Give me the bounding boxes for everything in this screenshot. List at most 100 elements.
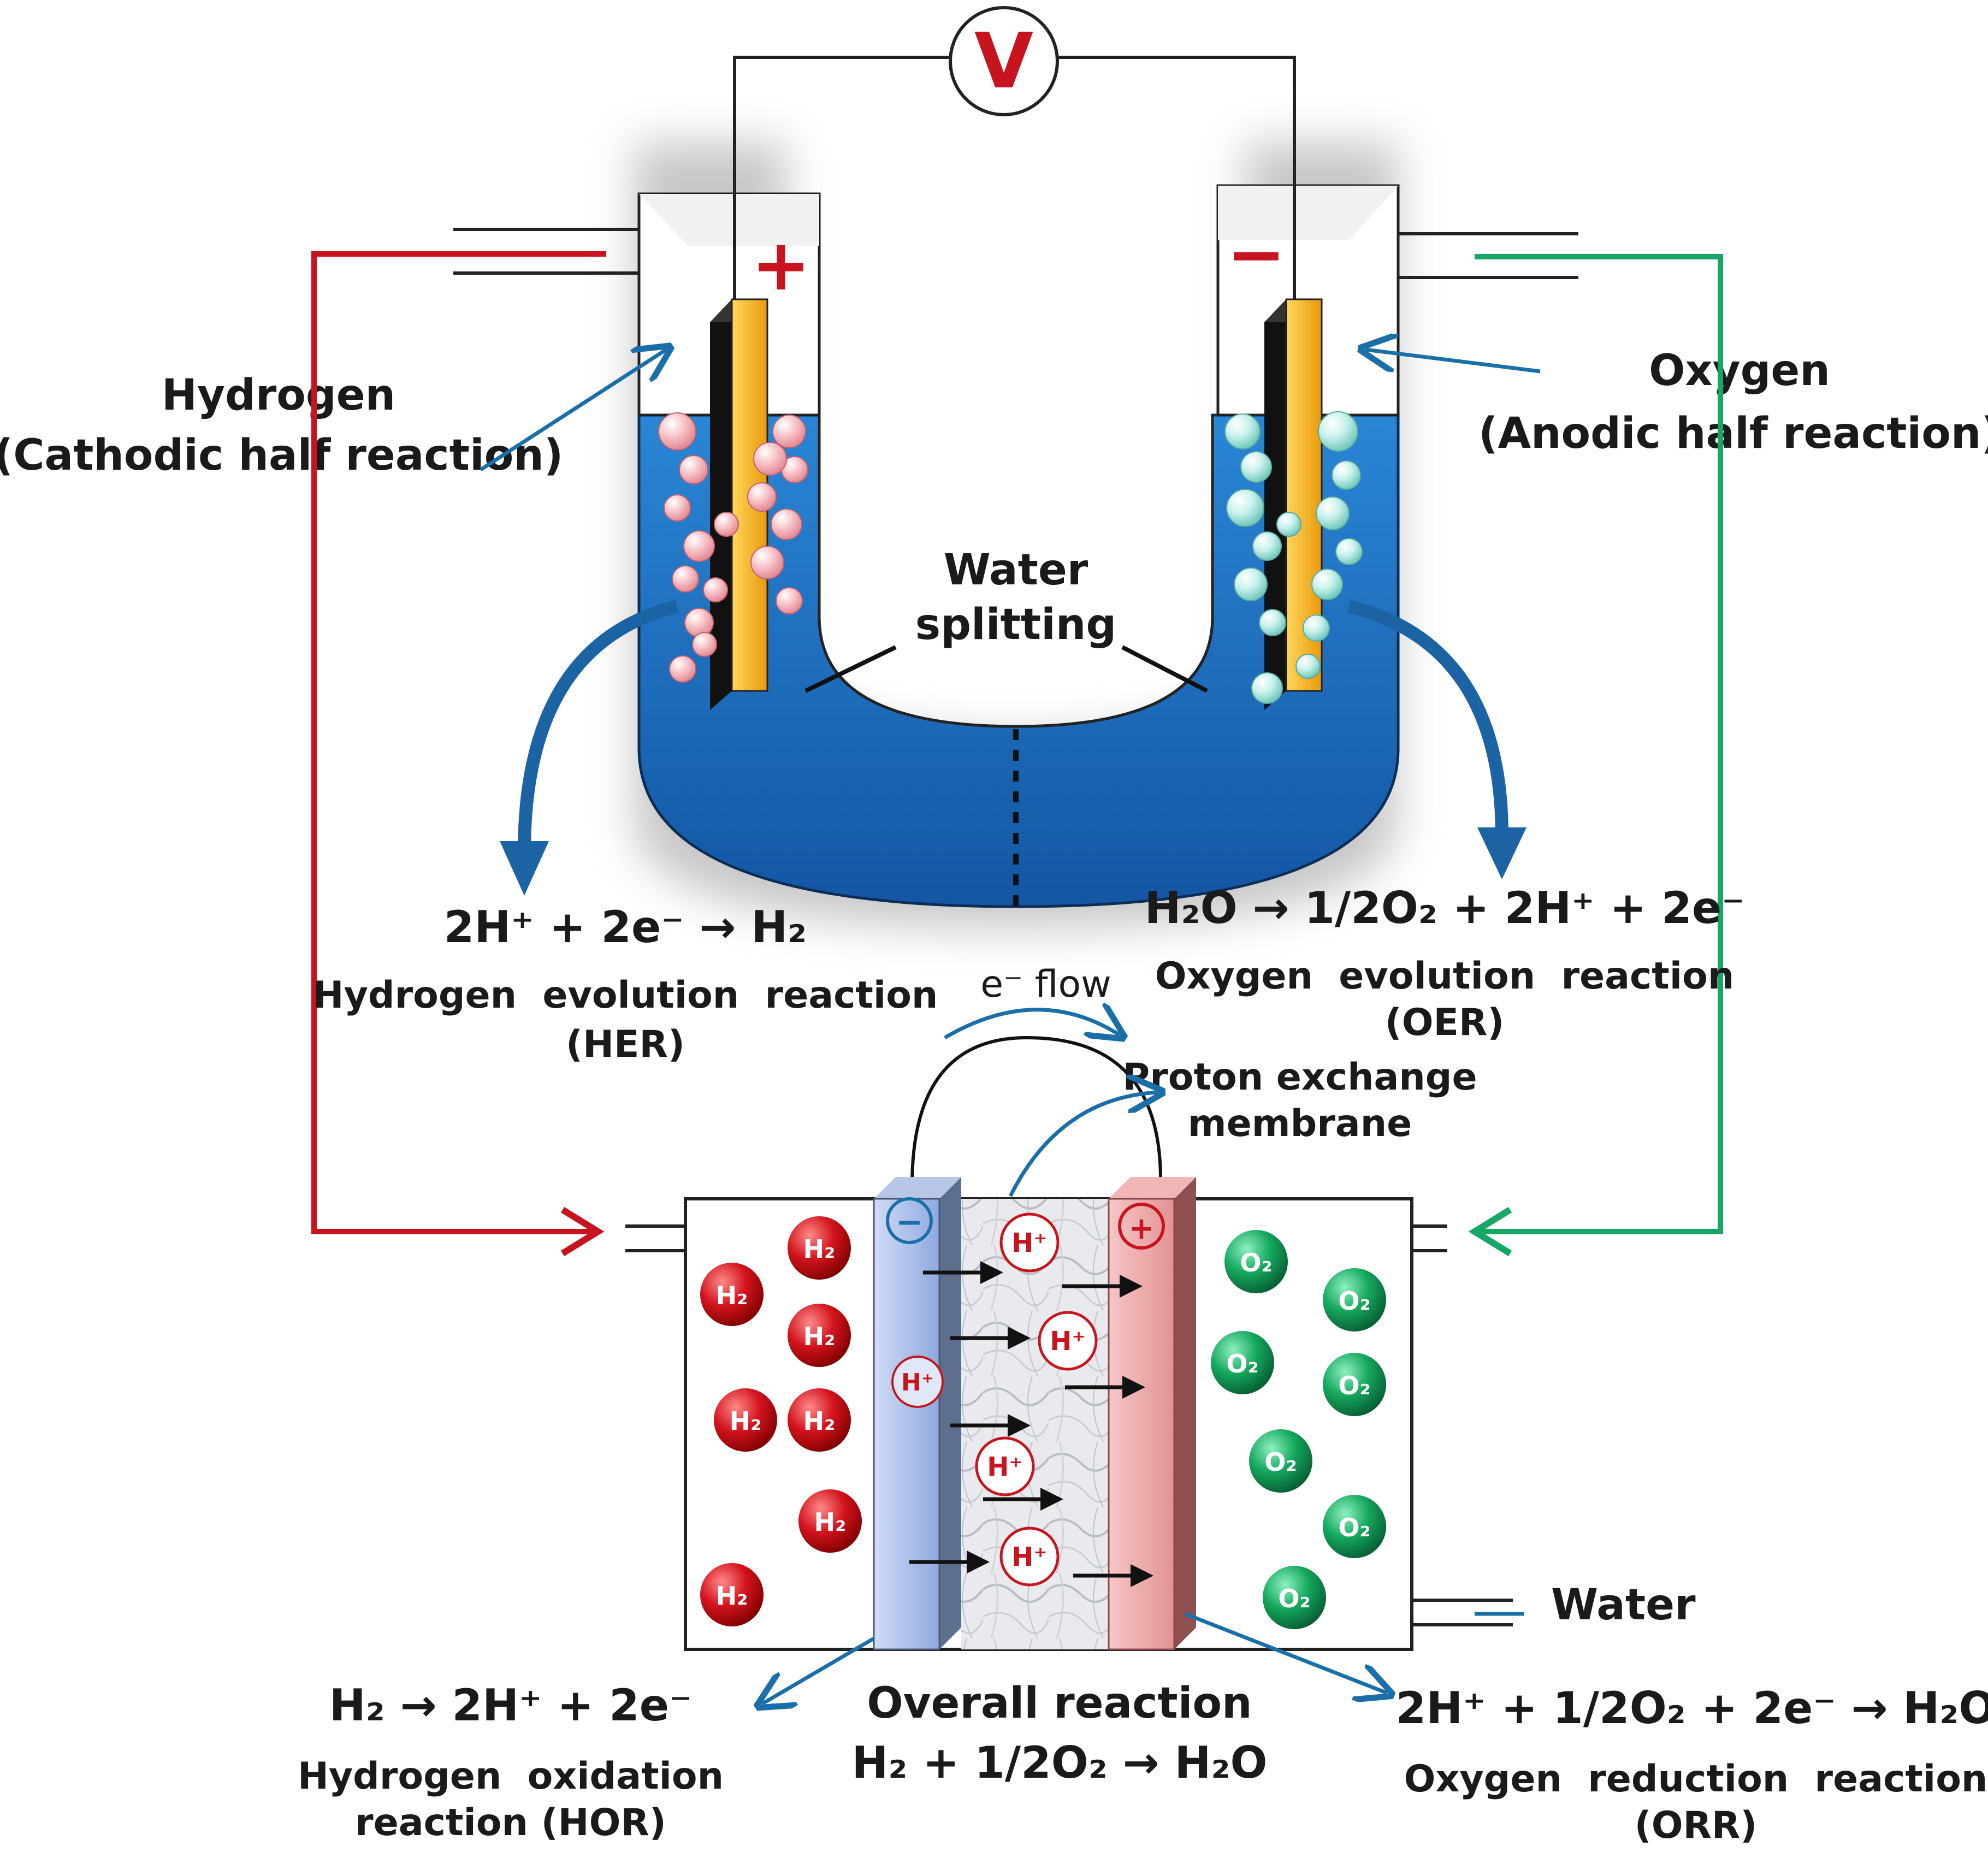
svg-text:H₂: H₂ bbox=[716, 1581, 748, 1611]
h2-molecule: H₂ bbox=[788, 1388, 851, 1452]
h2-molecules: H₂ H₂ H₂ H₂ H₂ H₂ H₂ bbox=[700, 1216, 862, 1626]
left-gas-outlet bbox=[453, 228, 639, 275]
hor-name: Hydrogen oxidation bbox=[298, 1755, 724, 1798]
anode-sign-circle bbox=[886, 1197, 933, 1244]
o2-molecule: O₂ bbox=[1211, 1331, 1274, 1394]
oxygen-subtitle: (Anodic half reaction) bbox=[1478, 409, 1988, 458]
h2-molecule: H₂ bbox=[788, 1216, 851, 1280]
h2-molecule: H₂ bbox=[798, 1489, 862, 1553]
orr-abbr: (ORR) bbox=[1635, 1804, 1758, 1847]
svg-text:H⁺: H⁺ bbox=[901, 1369, 934, 1397]
svg-text:H₂: H₂ bbox=[803, 1322, 836, 1351]
hydrogen-supply-arrowhead bbox=[560, 1206, 605, 1257]
proton: H⁺ bbox=[999, 1212, 1060, 1273]
svg-text:H₂: H₂ bbox=[803, 1406, 836, 1436]
svg-text:H⁺: H⁺ bbox=[1011, 1228, 1048, 1258]
left-chamber-bevel bbox=[639, 194, 819, 246]
voltmeter: V bbox=[949, 6, 1059, 116]
svg-text:H⁺: H⁺ bbox=[987, 1452, 1023, 1482]
oxygen-pointer-arrow bbox=[1365, 350, 1541, 374]
h2-molecule: H₂ bbox=[700, 1563, 764, 1626]
hydrogen-inlet bbox=[625, 1224, 685, 1252]
proton: H⁺ bbox=[999, 1526, 1060, 1587]
right-chamber-bevel bbox=[1218, 186, 1398, 240]
o2-molecule: O₂ bbox=[1323, 1353, 1386, 1416]
left-wire bbox=[733, 56, 950, 299]
fuel-cell: e⁻ flow Proton exchange membrane Water bbox=[625, 963, 1696, 1704]
cathode bbox=[1108, 1198, 1175, 1650]
water-splitting-pointer-right bbox=[1121, 645, 1208, 693]
hydrogen-bubbles bbox=[658, 412, 808, 683]
water-outlet bbox=[1412, 1599, 1513, 1626]
cathode-sign: + bbox=[1129, 1211, 1155, 1246]
membrane-pointer-arrow bbox=[1008, 1092, 1158, 1197]
proton-flow-arrows bbox=[909, 1261, 1153, 1587]
e-flow-arrow bbox=[944, 1010, 1120, 1038]
svg-text:H⁺: H⁺ bbox=[1011, 1542, 1048, 1572]
hor-pointer-arrow bbox=[762, 1636, 875, 1704]
svg-text:O₂: O₂ bbox=[1338, 1286, 1370, 1316]
membrane-label-1: Proton exchange bbox=[1122, 1056, 1477, 1099]
o2-molecules: O₂ O₂ O₂ O₂ O₂ O₂ O₂ bbox=[1211, 1230, 1386, 1629]
anode-side bbox=[939, 1177, 961, 1649]
hydrogen-subtitle: (Cathodic half reaction) bbox=[0, 431, 563, 480]
orr-equation: 2H⁺ + 1/2O₂ + 2e⁻ → H₂O bbox=[1396, 1683, 1988, 1733]
svg-text:O₂: O₂ bbox=[1264, 1447, 1297, 1477]
anode-sign: − bbox=[896, 1203, 923, 1241]
overall-equation: H₂ + 1/2O₂ → H₂O bbox=[851, 1737, 1267, 1788]
oer-arrowhead bbox=[1477, 827, 1526, 879]
hor-block: H₂ → 2H⁺ + 2e⁻ Hydrogen oxidation reacti… bbox=[298, 1680, 724, 1844]
oer-equation: H₂O → 1/2O₂ + 2H⁺ + 2e⁻ bbox=[1145, 883, 1745, 933]
proton: H⁺ bbox=[891, 1356, 944, 1408]
her-equation: 2H⁺ + 2e⁻ → H₂ bbox=[444, 902, 807, 952]
cathode-sign-circle bbox=[1118, 1203, 1165, 1250]
svg-text:O₂: O₂ bbox=[1240, 1248, 1272, 1277]
overall-block: Overall reaction H₂ + 1/2O₂ → H₂O bbox=[851, 1679, 1267, 1788]
water-label: Water bbox=[1551, 1581, 1696, 1630]
oxygen-bubbles bbox=[1224, 411, 1363, 704]
hydrogen-label: Hydrogen (Cathodic half reaction) bbox=[0, 350, 666, 480]
protons: H⁺ H⁺ H⁺ H⁺ H⁺ bbox=[891, 1212, 1098, 1587]
oxygen-inlet bbox=[1412, 1224, 1447, 1252]
hydrogen-supply-line bbox=[311, 251, 606, 1234]
oer-abbr: (OER) bbox=[1385, 1001, 1505, 1044]
svg-text:H⁺: H⁺ bbox=[1050, 1326, 1086, 1357]
svg-text:H₂: H₂ bbox=[803, 1234, 836, 1264]
proton: H⁺ bbox=[975, 1436, 1035, 1496]
o2-molecule: O₂ bbox=[1249, 1429, 1312, 1493]
h2-molecule: H₂ bbox=[714, 1388, 777, 1452]
membrane-label-2: membrane bbox=[1188, 1102, 1412, 1145]
right-wire bbox=[1057, 56, 1296, 299]
cathode-minus-sign: − bbox=[1227, 212, 1286, 295]
oxygen-label: Oxygen (Anodic half reaction) bbox=[1365, 346, 1988, 458]
her-block: 2H⁺ + 2e⁻ → H₂ Hydrogen evolution reacti… bbox=[313, 902, 938, 1066]
oxygen-supply-line bbox=[1475, 254, 1723, 1234]
orr-pointer-arrow bbox=[1184, 1612, 1387, 1693]
svg-text:O₂: O₂ bbox=[1226, 1349, 1258, 1378]
svg-text:O₂: O₂ bbox=[1278, 1584, 1310, 1613]
hor-abbr: reaction (HOR) bbox=[355, 1801, 666, 1844]
her-name: Hydrogen evolution reaction bbox=[313, 974, 938, 1017]
oxygen-title: Oxygen bbox=[1649, 346, 1830, 395]
o2-molecule: O₂ bbox=[1263, 1566, 1326, 1629]
overall-title: Overall reaction bbox=[867, 1679, 1252, 1728]
e-flow-label: e⁻ flow bbox=[980, 963, 1111, 1006]
voltmeter-symbol: V bbox=[974, 17, 1033, 106]
right-gas-outlet bbox=[1398, 232, 1578, 279]
electrolyzer: V + − Water splitting bbox=[453, 6, 1578, 928]
h2-molecule: H₂ bbox=[788, 1304, 851, 1367]
water-splitting-pointer-left bbox=[804, 645, 897, 693]
u-tube-inner-wall bbox=[818, 415, 1214, 728]
svg-text:H₂: H₂ bbox=[814, 1507, 847, 1537]
orr-block: 2H⁺ + 1/2O₂ + 2e⁻ → H₂O Oxygen reduction… bbox=[1396, 1683, 1988, 1847]
svg-text:H₂: H₂ bbox=[716, 1281, 748, 1310]
svg-text:H₂: H₂ bbox=[730, 1406, 762, 1436]
oer-block: H₂O → 1/2O₂ + 2H⁺ + 2e⁻ Oxygen evolution… bbox=[1145, 883, 1745, 1044]
o2-molecule: O₂ bbox=[1323, 1268, 1386, 1332]
hydrogen-pointer-arrow bbox=[480, 350, 666, 471]
hydrogen-title: Hydrogen bbox=[162, 371, 395, 420]
o2-molecule: O₂ bbox=[1323, 1495, 1386, 1558]
her-curved-arrow bbox=[518, 600, 679, 853]
anode-electrode bbox=[1264, 298, 1323, 710]
